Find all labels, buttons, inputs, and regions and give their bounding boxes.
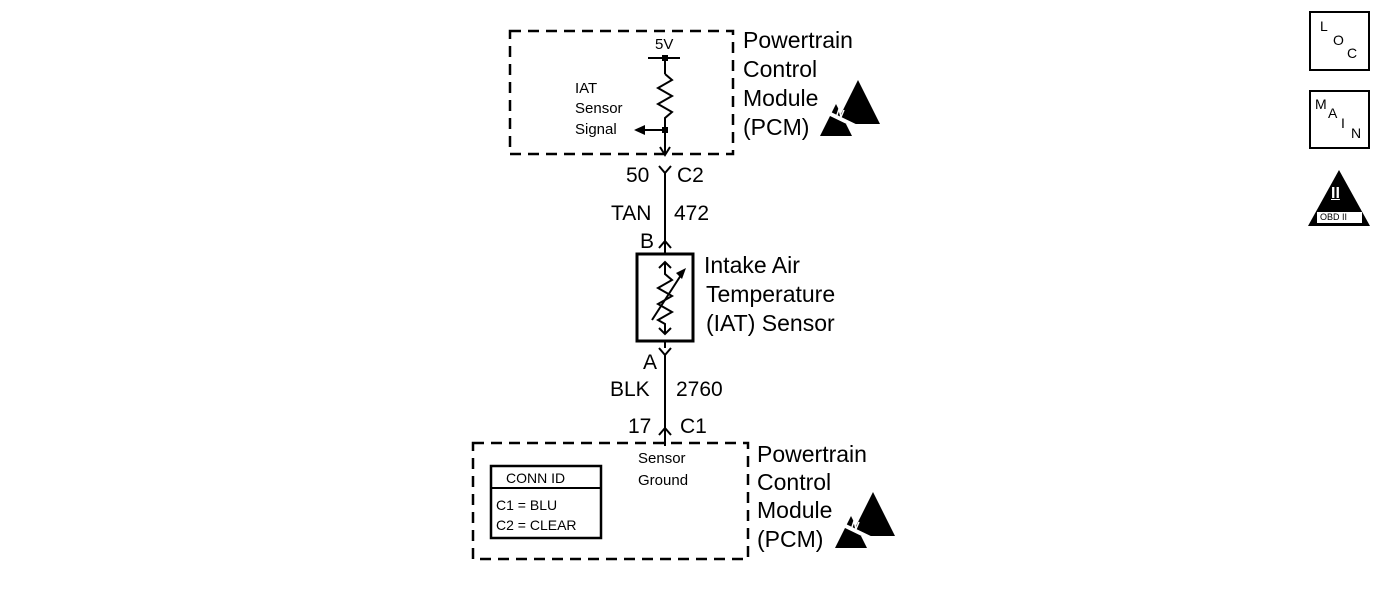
main-letter-a: A (1328, 105, 1338, 121)
sensor-label-line3: (IAT) Sensor (706, 310, 835, 336)
pcm-bottom-label-line2: Control (757, 469, 832, 495)
supply-voltage-label: 5V (655, 36, 674, 53)
pcm-top-label-line2: Control (743, 56, 818, 82)
wire-tan-circuit: 472 (674, 202, 710, 225)
pin-50-label: 50 (626, 164, 650, 187)
obd-caption: OBD II (1320, 212, 1348, 222)
pcm-bottom-label-line4: (PCM) (757, 526, 824, 552)
pullup-resistor (655, 73, 675, 130)
pcm-bottom-label-line1: Powertrain (757, 441, 867, 467)
loc-letter-c: C (1347, 45, 1358, 61)
signal-label-line2: Sensor (575, 100, 623, 117)
sensor-pin-a: A (643, 351, 658, 374)
connector-c2-label: C2 (677, 164, 704, 187)
pcm-top-label-line1: Powertrain (743, 27, 853, 53)
connector-c1-label: C1 (680, 415, 707, 438)
sensor-label-line2: Temperature (706, 281, 836, 307)
pcm-top-boundary (508, 29, 735, 156)
ground-label-line2: Ground (638, 472, 689, 489)
loc-letter-o: O (1333, 32, 1344, 48)
pcm-bottom-boundary (471, 441, 750, 561)
main-button[interactable]: M A I N (1309, 90, 1370, 149)
sensor-pin-b-connector (658, 239, 672, 249)
esd-warning-icon (816, 78, 882, 138)
signal-arrow (634, 125, 645, 135)
esd-warning-icon (831, 490, 897, 550)
connector-c2 (658, 165, 672, 175)
main-letter-m: M (1315, 96, 1327, 112)
pcm-top-label-line4: (PCM) (743, 114, 810, 140)
pin-17-label: 17 (628, 415, 652, 438)
main-letter-i: I (1341, 115, 1345, 131)
pcm-bottom-label-line3: Module (757, 497, 833, 523)
pcm-top-label-line3: Module (743, 85, 819, 111)
obd-numeral: II (1331, 185, 1340, 202)
wire-blk-circuit: 2760 (676, 378, 723, 401)
sensor-pin-a-connector (658, 347, 672, 357)
signal-label-line3: Signal (575, 121, 617, 138)
wire-blk-color: BLK (610, 378, 650, 401)
loc-button[interactable]: L O C (1309, 11, 1370, 71)
conn-id-row-c1: C1 = BLU (496, 497, 558, 513)
connector-c1 (658, 426, 672, 436)
loc-letter-l: L (1320, 18, 1328, 34)
signal-label-line1: IAT (575, 80, 598, 97)
sensor-pin-b: B (640, 230, 655, 253)
sensor-label-line1: Intake Air (704, 252, 800, 278)
conn-id-box (489, 464, 603, 540)
ground-label-line1: Sensor (638, 450, 686, 467)
conn-id-row-c2: C2 = CLEAR (496, 517, 577, 533)
conn-id-title: CONN ID (506, 470, 566, 486)
main-letter-n: N (1351, 125, 1362, 141)
wire-tan-color: TAN (611, 202, 652, 225)
